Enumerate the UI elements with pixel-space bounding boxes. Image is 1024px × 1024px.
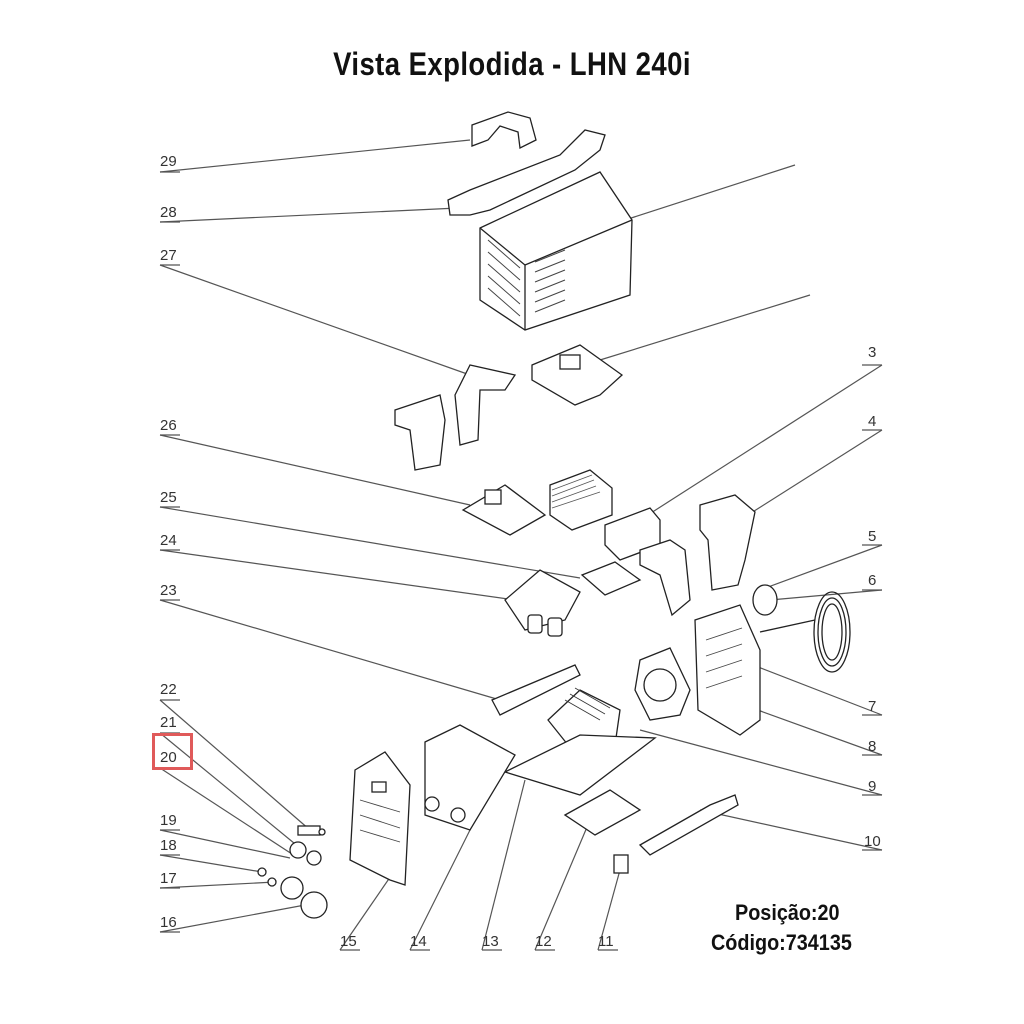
callout-15: 15 xyxy=(340,933,357,950)
callout-25: 25 xyxy=(160,489,177,506)
callout-29: 29 xyxy=(160,153,177,170)
leader-lines xyxy=(159,139,883,951)
callout-3: 3 xyxy=(868,344,876,361)
callout-21: 21 xyxy=(160,714,177,731)
part-highlight-box xyxy=(152,733,193,770)
callout-26: 26 xyxy=(160,417,177,434)
callout-18: 18 xyxy=(160,837,177,854)
callout-28: 28 xyxy=(160,204,177,221)
callout-4: 4 xyxy=(868,413,876,430)
position-label: Posição:20 xyxy=(735,900,840,925)
callout-20: 20 xyxy=(160,749,177,766)
callout-16: 16 xyxy=(160,914,177,931)
callout-13: 13 xyxy=(482,933,499,950)
callout-23: 23 xyxy=(160,582,177,599)
callout-24: 24 xyxy=(160,532,177,549)
callout-7: 7 xyxy=(868,698,876,715)
callout-5: 5 xyxy=(868,528,876,545)
callout-9: 9 xyxy=(868,778,876,795)
code-label: Código:734135 xyxy=(711,930,852,955)
callout-6: 6 xyxy=(868,572,876,589)
callout-12: 12 xyxy=(535,933,552,950)
callout-14: 14 xyxy=(410,933,427,950)
diagram-title: Vista Explodida - LHN 240i xyxy=(333,46,691,82)
callout-27: 27 xyxy=(160,247,177,264)
callout-19: 19 xyxy=(160,812,177,829)
callout-17: 17 xyxy=(160,870,177,887)
callout-8: 8 xyxy=(868,738,876,755)
callout-22: 22 xyxy=(160,681,177,698)
callout-10: 10 xyxy=(864,833,881,850)
callout-numbers: 29 28 27 26 25 24 23 22 21 20 19 18 17 1… xyxy=(160,153,881,950)
parts-drawing xyxy=(257,111,851,919)
callout-11: 11 xyxy=(598,933,614,950)
